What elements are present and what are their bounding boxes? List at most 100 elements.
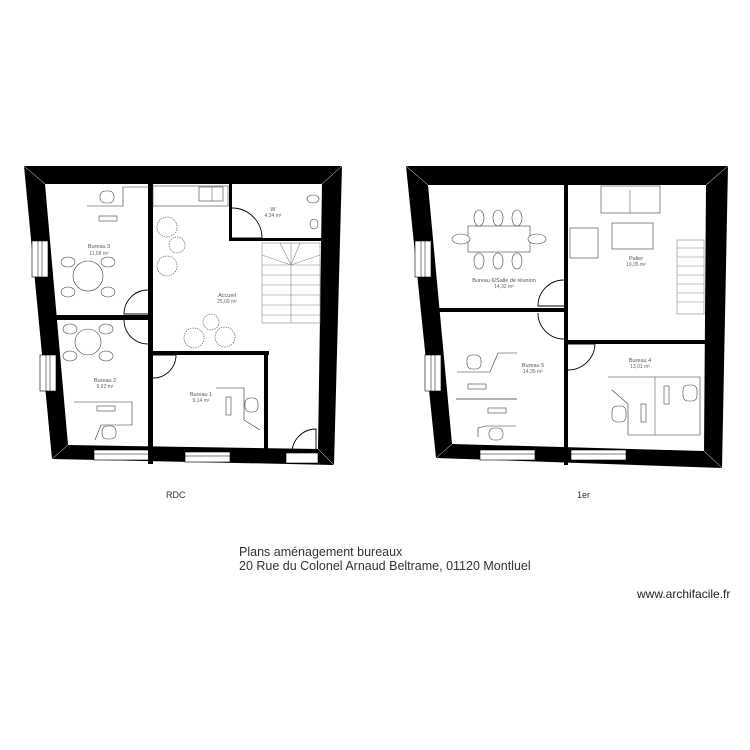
window [424, 354, 442, 392]
chair [60, 256, 76, 268]
plan-rdc: Bureau 3 11,68 m² W 4,34 m² Accueil 25,0… [23, 165, 343, 466]
room-label: Bureau 5 [522, 363, 544, 369]
room-area: 14,35 m² [523, 369, 543, 375]
door [123, 319, 149, 345]
room-area: 13,01 m² [630, 364, 650, 370]
armchair [214, 326, 236, 348]
round-table [72, 260, 104, 292]
room-area: 25,09 m² [217, 299, 237, 305]
chair [511, 209, 523, 227]
chair [98, 350, 114, 362]
chair [451, 233, 471, 245]
desk [457, 352, 517, 373]
door [537, 279, 565, 307]
coffee-table [611, 222, 654, 250]
side-table [168, 236, 186, 254]
meeting-table [467, 225, 531, 253]
desk [216, 387, 261, 431]
keyboard [467, 383, 487, 390]
keyboard [98, 215, 118, 222]
door [123, 289, 149, 315]
rdc-outer-wall [24, 166, 342, 465]
chair [492, 209, 504, 227]
chair [101, 425, 117, 440]
chair [682, 384, 698, 402]
desk [87, 186, 150, 207]
room-area: 11,68 m² [89, 251, 109, 257]
chair [611, 405, 627, 423]
room-label: Accueil [218, 293, 236, 299]
door [291, 428, 317, 454]
chair [492, 252, 504, 270]
window [479, 449, 536, 461]
keyboard [487, 407, 507, 414]
chair [511, 252, 523, 270]
door [537, 312, 565, 340]
side-table [202, 313, 220, 331]
plan-1er: Bureau 6/Salle de réunion 14,32 m² Palie… [405, 165, 729, 469]
door [231, 207, 263, 239]
chair [62, 323, 78, 335]
window [570, 449, 627, 461]
chair [466, 354, 482, 370]
keyboard [96, 405, 116, 412]
rdc-wall [50, 315, 150, 320]
1er-wall [564, 185, 568, 465]
room-label: Bureau 4 [629, 358, 651, 364]
chair [100, 286, 116, 298]
rdc-wall [152, 351, 269, 355]
chair [99, 190, 115, 204]
room-label: Bureau 2 [94, 378, 116, 384]
chair [100, 256, 116, 268]
sink [309, 218, 319, 230]
staircase [261, 242, 321, 324]
title-block: Plans aménagement bureaux 20 Rue du Colo… [239, 545, 531, 573]
armchair [156, 255, 178, 277]
window [31, 240, 49, 278]
desk [74, 401, 133, 441]
armchair [156, 216, 178, 238]
rdc-wall [229, 238, 322, 241]
rdc-wall [264, 351, 268, 461]
armchair [183, 327, 205, 349]
watermark-link[interactable]: www.archifacile.fr [637, 587, 731, 601]
room-label: Bureau 3 [88, 244, 110, 250]
desk [477, 425, 516, 437]
room-area: 9,14 m² [193, 398, 210, 404]
keyboard [640, 403, 647, 423]
chair [488, 427, 504, 441]
toilet [306, 194, 320, 204]
front-door-opening [285, 452, 319, 464]
chair [527, 233, 547, 245]
window [414, 240, 432, 278]
level-label-rdc: RDC [166, 490, 186, 500]
armchair [569, 227, 599, 259]
chair [98, 323, 114, 335]
rdc-wall [229, 184, 232, 241]
door [567, 343, 596, 371]
rdc-wall [148, 184, 153, 464]
room-area: 19,05 m² [626, 262, 646, 268]
sink [198, 186, 224, 202]
sofa [600, 185, 661, 214]
1er-outer-wall [406, 166, 728, 468]
room-label: W [270, 207, 276, 213]
door [152, 354, 177, 379]
staircase [676, 239, 705, 315]
room-label: Bureau 6/Salle de réunion [472, 278, 536, 284]
chair [473, 209, 485, 227]
chair [244, 397, 259, 413]
plan-title: Plans aménagement bureaux [239, 545, 403, 559]
round-table [74, 328, 102, 356]
1er-wall [566, 340, 706, 344]
room-label: Palier [629, 256, 643, 262]
chair [62, 350, 78, 362]
keyboard [663, 385, 670, 405]
desk [608, 376, 701, 436]
plan-address: 20 Rue du Colonel Arnaud Beltrame, 01120… [239, 559, 531, 573]
keyboard [225, 396, 232, 416]
chair [60, 286, 76, 298]
window [184, 451, 231, 463]
window [39, 354, 57, 392]
